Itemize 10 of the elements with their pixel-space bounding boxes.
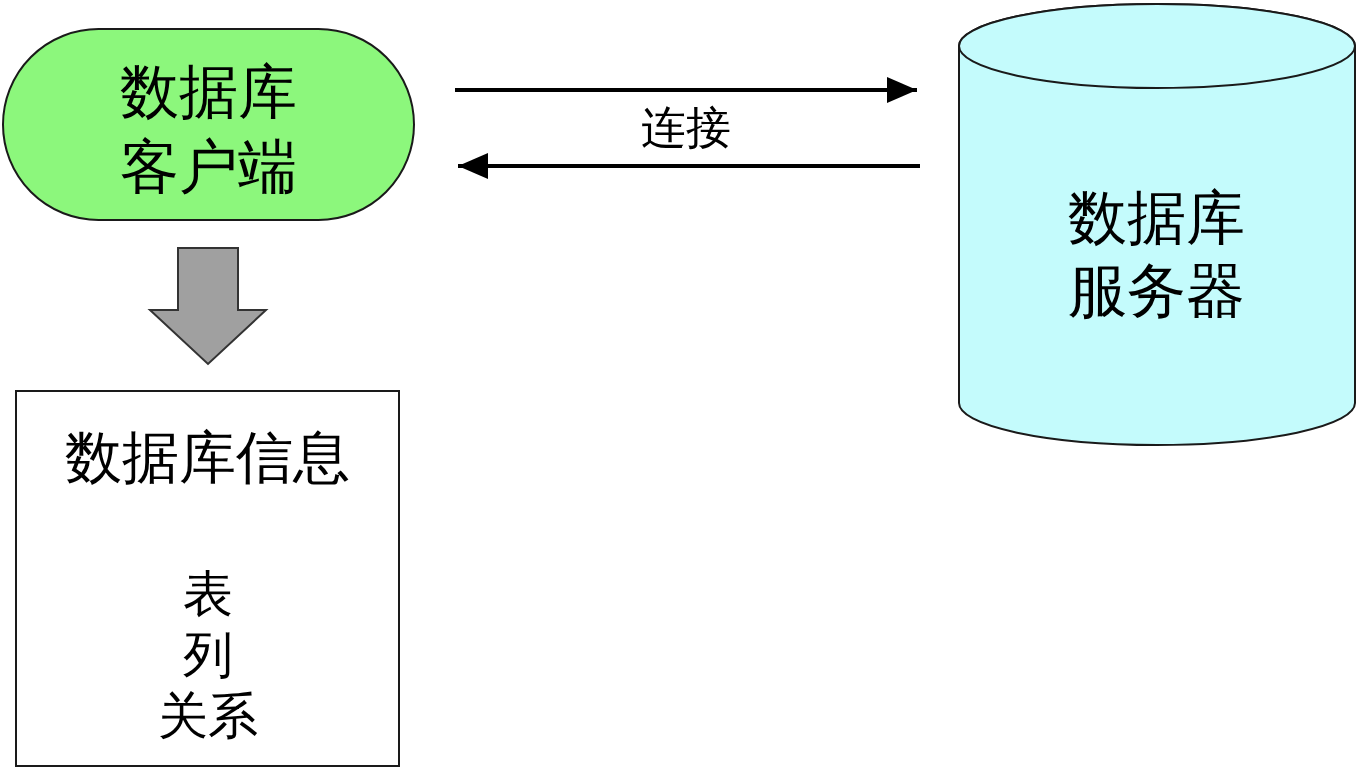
list-item: 列 [182, 626, 233, 684]
info-box [15, 390, 400, 767]
list-item: 表 [182, 565, 233, 623]
list-item: 关系 [157, 687, 258, 745]
node-label: 数据库客户端 [119, 56, 298, 203]
node-label: 数据库服务器 [1067, 182, 1247, 327]
block-arrow [147, 247, 269, 366]
box-heading: 数据库信息 [65, 424, 350, 490]
arrow [458, 153, 920, 179]
arrow [455, 77, 917, 103]
